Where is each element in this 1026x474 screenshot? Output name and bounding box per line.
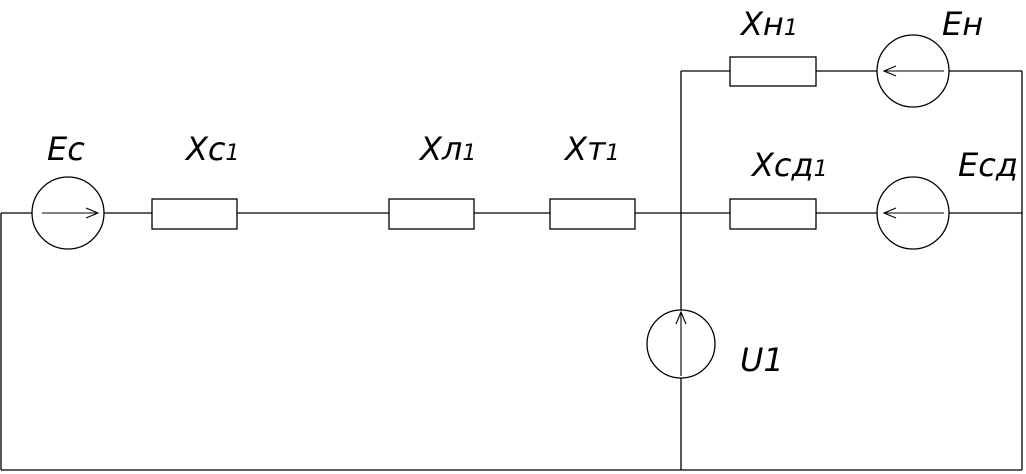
resistor-xt1 — [549, 198, 636, 230]
source-ec — [31, 176, 105, 250]
label-u1: U1 — [740, 341, 784, 379]
source-eh — [876, 34, 950, 108]
label-xl1: Xл1 — [418, 130, 476, 168]
wires — [0, 70, 1023, 471]
label-xh1: Xн1 — [739, 5, 798, 43]
source-u1 — [646, 309, 716, 379]
resistor-xl1 — [388, 198, 475, 230]
label-xsd1: Xсд1 — [750, 146, 828, 184]
label-xc1: Xc1 — [184, 130, 240, 168]
resistor-xc1 — [151, 198, 238, 230]
label-eh: Eн — [942, 5, 983, 43]
resistor-xsd1 — [729, 198, 817, 230]
label-esd: Eсд — [958, 146, 1018, 184]
label-ec: Ec — [47, 130, 85, 168]
resistor-xh1 — [729, 56, 817, 87]
label-xt1: Xт1 — [563, 130, 620, 168]
source-esd — [876, 176, 950, 250]
